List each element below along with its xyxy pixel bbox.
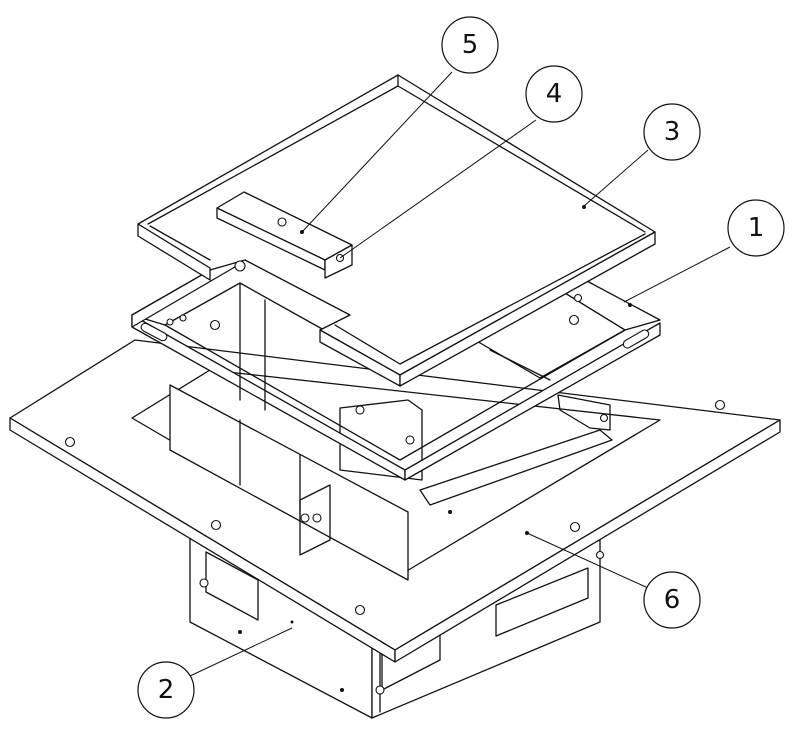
balloon-6	[643, 571, 701, 629]
balloon-2-label: 2	[158, 675, 175, 705]
balloon-3	[643, 103, 701, 161]
balloon-3-label: 3	[664, 117, 681, 147]
part-1-frame	[131, 252, 661, 481]
part-6-flange-plate	[9, 339, 781, 663]
balloon-4-label: 4	[546, 79, 563, 109]
balloon-5-label: 5	[462, 30, 479, 60]
part-3-lid	[137, 74, 656, 387]
balloon-group: 1 2 3 4 5 6	[137, 16, 785, 719]
balloon-5	[441, 16, 499, 74]
balloon-1	[727, 199, 785, 257]
balloon-2	[137, 661, 195, 719]
balloon-4	[525, 65, 583, 123]
balloon-6-label: 6	[664, 585, 681, 615]
balloon-1-label: 1	[748, 213, 765, 243]
